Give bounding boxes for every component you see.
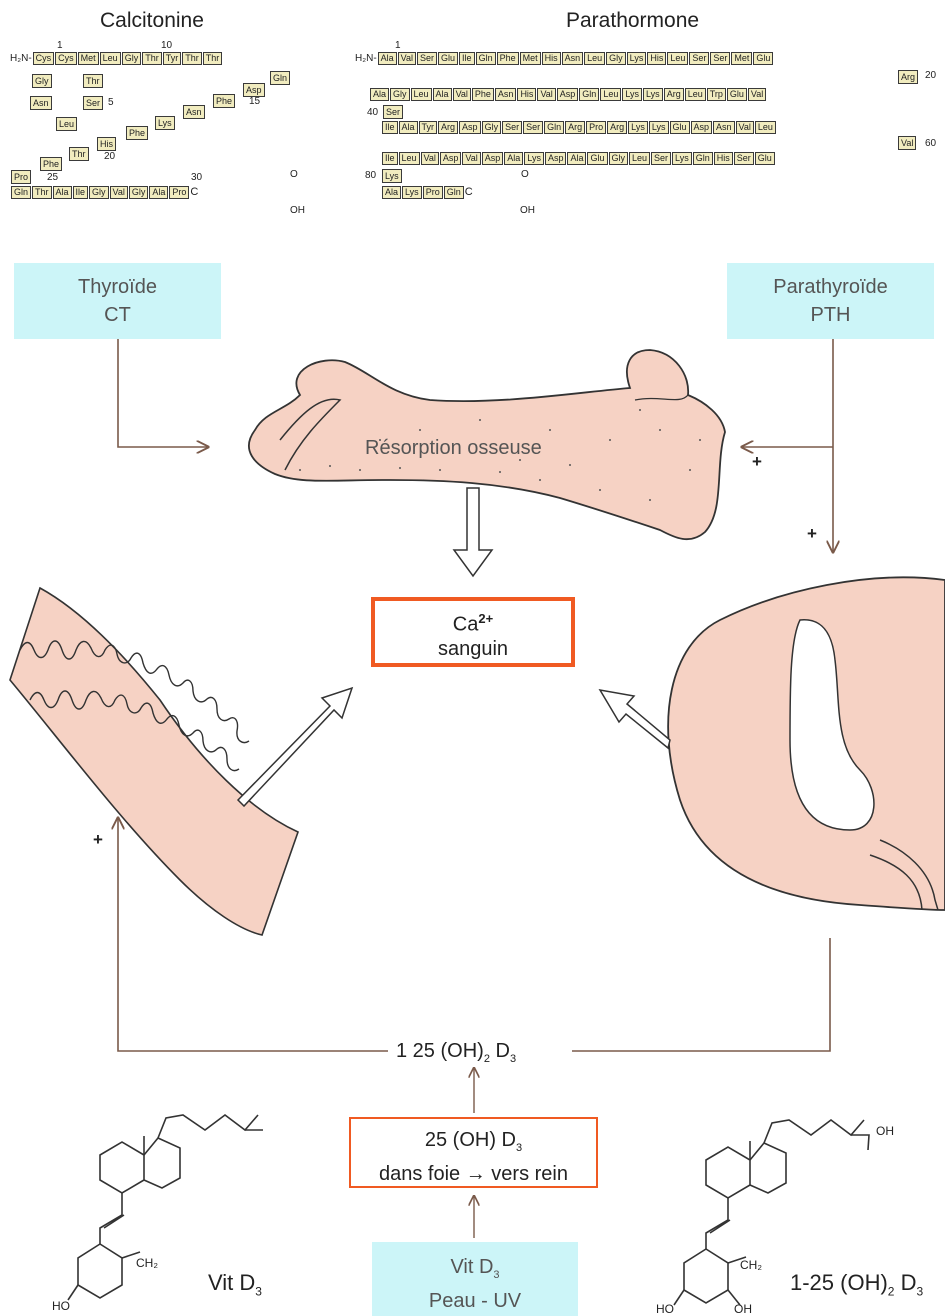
calcium-box: Ca2+ sanguin [371,597,575,667]
calcitriol-tail: D [490,1040,510,1062]
kidney-to-calcium-arrow [600,690,670,748]
plus-sign: + [807,524,817,544]
ch2-left: CH₂ [136,1256,158,1270]
calcium-symbol: Ca [453,614,479,636]
vitd3-label-text: Vit D [208,1270,255,1295]
ho-right: HO [656,1302,674,1316]
vitd-box: Vit D3 Peau - UV [372,1242,578,1316]
vitd-line2: Peau - UV [372,1288,578,1314]
thyroide-box: Thyroïde CT [14,263,221,339]
plus-sign: + [93,830,103,850]
bone-to-calcium-arrow [454,488,492,576]
intestine-to-calcium-arrow [238,688,352,806]
plus-sign: + [752,452,762,472]
calcitriol-molecule-sub2: 3 [916,1284,923,1298]
calcitriol-text: 1 25 (OH) [396,1040,484,1062]
calcium-charge: 2+ [478,611,493,626]
liver-line1-sub: 3 [516,1142,522,1154]
ct-arrow [118,339,208,447]
vitd3-label: Vit D3 [208,1270,262,1298]
calcitriol-sub2: 3 [510,1053,516,1065]
thyroide-label: Thyroïde [14,273,221,301]
parathyroide-label: Parathyroïde [727,273,934,301]
pth-label: PTH [727,301,934,329]
liver-line1: 25 (OH) D [425,1129,516,1151]
kidney-output-line [572,938,830,1051]
parathyroide-box: Parathyroïde PTH [727,263,934,339]
calcitriol-molecule-label: 1-25 (OH)2 D3 [790,1270,923,1298]
calcium-sanguin: sanguin [375,637,571,661]
calcitriol-molecule-a: 1-25 (OH) [790,1270,888,1295]
liver-box: 25 (OH) D3 dans foie → vers rein [349,1117,598,1188]
oh-right: OH [734,1302,752,1316]
vitd-line1: Vit D [450,1256,493,1278]
ch2-right: CH₂ [740,1258,762,1272]
vitd3-label-sub: 3 [255,1284,262,1298]
oh-top: OH [876,1124,894,1138]
ct-label: CT [14,301,221,329]
ho-left: HO [52,1299,70,1313]
calcitriol-molecule-b: D [894,1270,916,1295]
intestine-illustration [10,588,298,935]
bone-resorption-label: Résorption osseuse [365,437,542,460]
vitd-line1-sub: 3 [493,1269,499,1281]
calcitriol-label: 1 25 (OH)2 D3 [396,1040,516,1065]
liver-line2: dans foie → vers rein [351,1161,596,1187]
kidney-illustration [668,577,945,910]
